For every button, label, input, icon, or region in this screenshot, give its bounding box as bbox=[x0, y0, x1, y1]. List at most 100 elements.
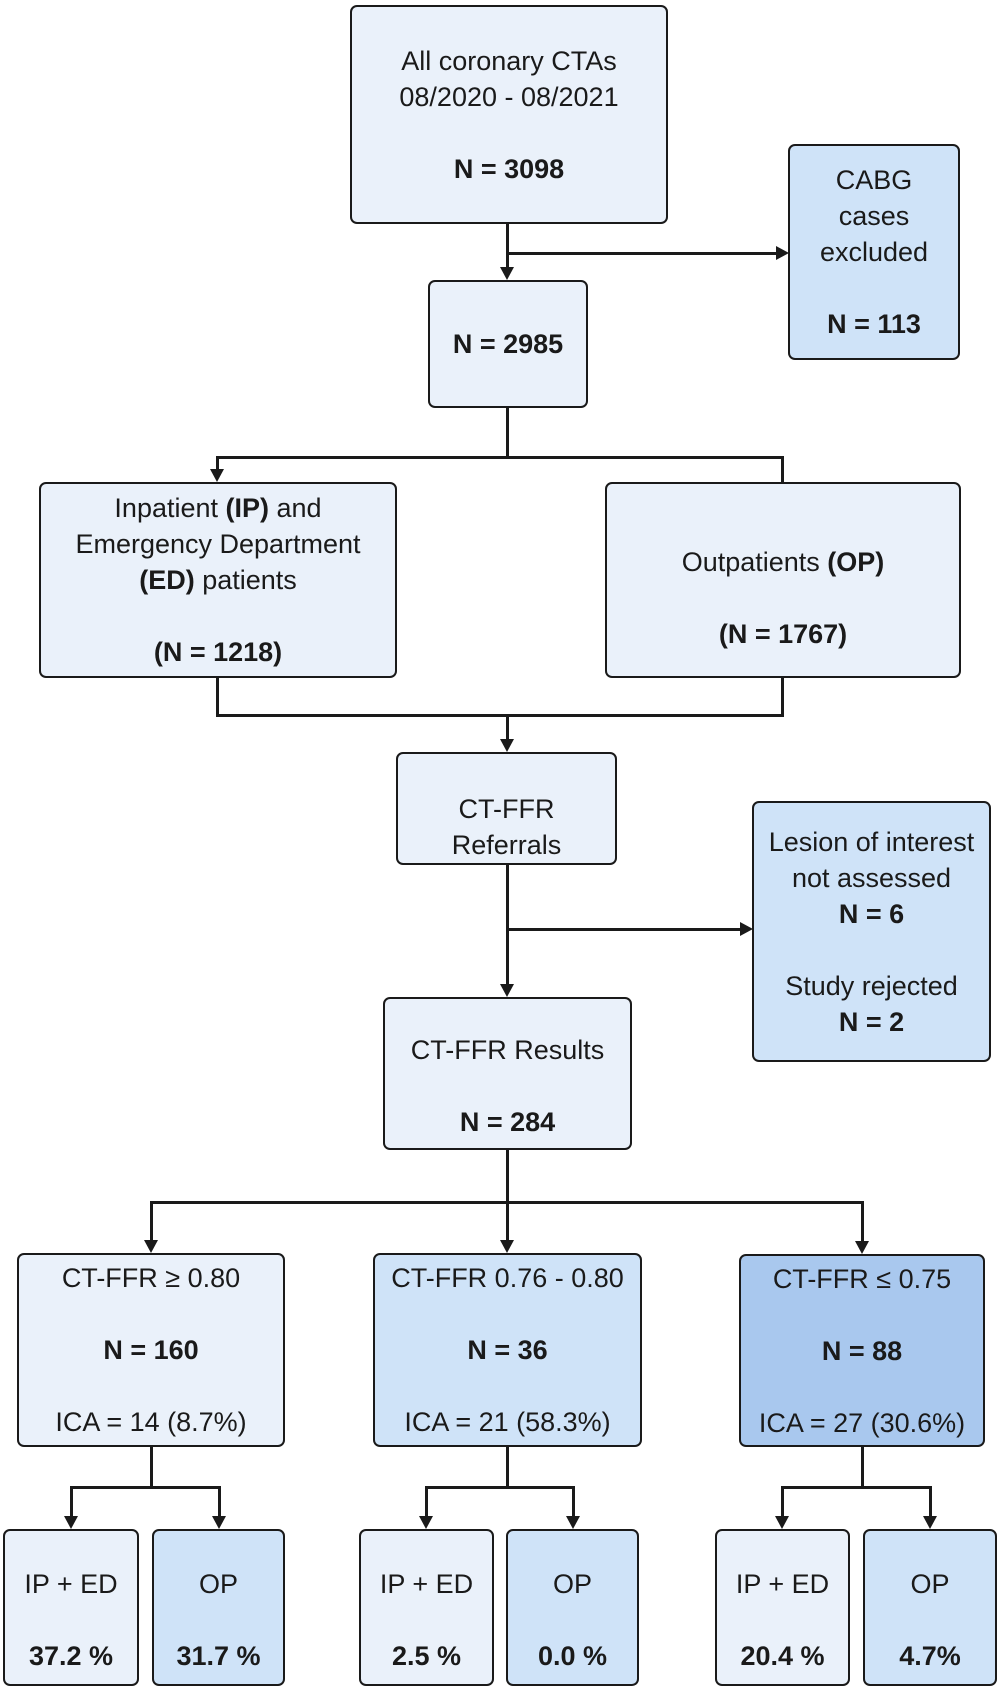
box-line: (ED) patients bbox=[139, 562, 297, 598]
arrowhead-down-icon bbox=[566, 1516, 580, 1529]
connector-n2985-down bbox=[506, 408, 509, 458]
box-line: 08/2020 - 08/2021 bbox=[399, 81, 619, 112]
connector-split-cat-low bbox=[781, 1486, 931, 1489]
ica-label: ICA = 14 (8.7%) bbox=[55, 1407, 247, 1437]
connector-referrals-to-results bbox=[506, 865, 509, 989]
box-leaf-ip-ed-mid: IP + ED 2.5 % bbox=[359, 1529, 494, 1686]
percent-label: 31.7 % bbox=[176, 1640, 261, 1671]
connector-leaf bbox=[929, 1486, 932, 1519]
box-leaf-ip-ed-low: IP + ED 20.4 % bbox=[715, 1529, 850, 1686]
connector-leaf bbox=[425, 1486, 428, 1519]
count-label: (N = 1218) bbox=[153, 637, 283, 667]
count-label: N = 88 bbox=[821, 1335, 903, 1366]
connector-split-ip-op bbox=[216, 456, 783, 459]
box-line: OP bbox=[552, 1568, 592, 1599]
box-line: Outpatients (OP) bbox=[682, 544, 885, 580]
connector-to-lesion bbox=[506, 928, 742, 931]
box-line: IP + ED bbox=[379, 1568, 474, 1599]
count-label: N = 6 bbox=[838, 898, 905, 929]
connector-leaf bbox=[781, 1486, 784, 1519]
connector-to-op bbox=[781, 456, 784, 482]
box-line: CT-FFR ≥ 0.80 bbox=[61, 1263, 241, 1293]
percent-label: 37.2 % bbox=[28, 1640, 114, 1671]
box-inpatient-ed: Inpatient (IP) and Emergency Department … bbox=[39, 482, 397, 678]
arrowhead-down-icon bbox=[775, 1516, 789, 1529]
connector-op-down bbox=[781, 678, 784, 716]
arrowhead-down-icon bbox=[500, 739, 514, 752]
connector-leaf bbox=[218, 1486, 221, 1519]
connector-merge bbox=[216, 714, 784, 717]
box-line: CABG bbox=[835, 165, 913, 195]
box-line: Inpatient (IP) and bbox=[114, 490, 321, 526]
arrowhead-right-icon bbox=[740, 922, 753, 936]
percent-label: 4.7% bbox=[899, 1640, 961, 1671]
connector-to-cabg bbox=[506, 252, 777, 255]
percent-label: 20.4 % bbox=[740, 1640, 825, 1671]
connector-to-referrals bbox=[506, 714, 509, 740]
box-ct-ffr-referrals: CT-FFR Referrals bbox=[396, 752, 617, 865]
box-line: All coronary CTAs bbox=[401, 45, 617, 76]
box-line: CT-FFR Results bbox=[410, 1034, 605, 1065]
count-label: N = 3098 bbox=[453, 153, 565, 184]
box-line: cases bbox=[838, 201, 910, 231]
connector-split-cat-mid bbox=[425, 1486, 574, 1489]
connector-to-cat-high bbox=[150, 1201, 153, 1243]
connector-cat-low-down bbox=[861, 1447, 864, 1488]
text-segment: patients bbox=[194, 565, 297, 595]
count-label: N = 2 bbox=[838, 1006, 905, 1037]
box-cat-ffr-mid: CT-FFR 0.76 - 0.80 N = 36 ICA = 21 (58.3… bbox=[373, 1253, 642, 1447]
text-segment: (IP) bbox=[225, 493, 270, 523]
box-leaf-op-high: OP 31.7 % bbox=[152, 1529, 285, 1686]
box-line: CT-FFR 0.76 - 0.80 bbox=[391, 1263, 624, 1293]
box-line: IP + ED bbox=[735, 1568, 830, 1599]
count-label: (N = 1767) bbox=[718, 619, 848, 649]
connector-cat-high-down bbox=[150, 1447, 153, 1488]
arrowhead-down-icon bbox=[144, 1240, 158, 1253]
box-line: Lesion of interest bbox=[768, 826, 975, 857]
connector-results-down bbox=[506, 1150, 509, 1203]
box-line: IP + ED bbox=[24, 1568, 118, 1599]
arrowhead-down-icon bbox=[923, 1516, 937, 1529]
arrowhead-down-icon bbox=[500, 984, 514, 997]
box-ct-ffr-results: CT-FFR Results N = 284 bbox=[383, 997, 632, 1150]
box-line: CT-FFR bbox=[458, 793, 555, 824]
percent-label: 2.5 % bbox=[391, 1640, 462, 1671]
arrowhead-down-icon bbox=[855, 1241, 869, 1254]
connector-to-cat-mid bbox=[506, 1201, 509, 1243]
count-label: N = 284 bbox=[459, 1106, 556, 1137]
connector-split-cat-high bbox=[70, 1486, 221, 1489]
box-line: CT-FFR ≤ 0.75 bbox=[772, 1263, 952, 1294]
count-label: N = 160 bbox=[103, 1335, 199, 1365]
percent-label: 0.0 % bbox=[537, 1640, 608, 1671]
arrowhead-down-icon bbox=[419, 1516, 433, 1529]
text-segment: Inpatient bbox=[114, 493, 226, 523]
arrowhead-down-icon bbox=[210, 469, 224, 482]
arrowhead-down-icon bbox=[500, 1240, 514, 1253]
connector-leaf bbox=[70, 1486, 73, 1519]
box-outpatients: Outpatients (OP) (N = 1767) bbox=[605, 482, 961, 678]
arrowhead-down-icon bbox=[64, 1516, 78, 1529]
count-label: N = 36 bbox=[467, 1335, 548, 1365]
arrowhead-down-icon bbox=[500, 267, 514, 280]
box-cat-ffr-high: CT-FFR ≥ 0.80 N = 160 ICA = 14 (8.7%) bbox=[17, 1253, 285, 1447]
box-leaf-ip-ed-high: IP + ED 37.2 % bbox=[3, 1529, 139, 1686]
text-segment: (OP) bbox=[827, 547, 885, 577]
box-line: OP bbox=[910, 1568, 950, 1599]
box-line: Study rejected bbox=[785, 970, 958, 1001]
arrowhead-right-icon bbox=[776, 246, 789, 260]
ica-label: ICA = 27 (30.6%) bbox=[758, 1407, 966, 1438]
box-line: Referrals bbox=[451, 829, 562, 860]
count-label: N = 113 bbox=[827, 309, 921, 339]
box-line: OP bbox=[198, 1568, 238, 1599]
connector-leaf bbox=[572, 1486, 575, 1519]
box-line: excluded bbox=[819, 237, 929, 267]
connector-top-to-n2985 bbox=[506, 224, 509, 270]
count-label: N = 2985 bbox=[452, 329, 564, 359]
box-leaf-op-low: OP 4.7% bbox=[863, 1529, 997, 1686]
connector-cat-mid-down bbox=[506, 1447, 509, 1488]
box-all-coronary-ctas: All coronary CTAs 08/2020 - 08/2021 N = … bbox=[350, 5, 668, 224]
text-segment: (ED) bbox=[139, 565, 195, 595]
connector-to-ip-ed bbox=[216, 456, 219, 471]
ica-label: ICA = 21 (58.3%) bbox=[404, 1407, 611, 1437]
box-cat-ffr-low: CT-FFR ≤ 0.75 N = 88 ICA = 27 (30.6%) bbox=[739, 1254, 985, 1447]
